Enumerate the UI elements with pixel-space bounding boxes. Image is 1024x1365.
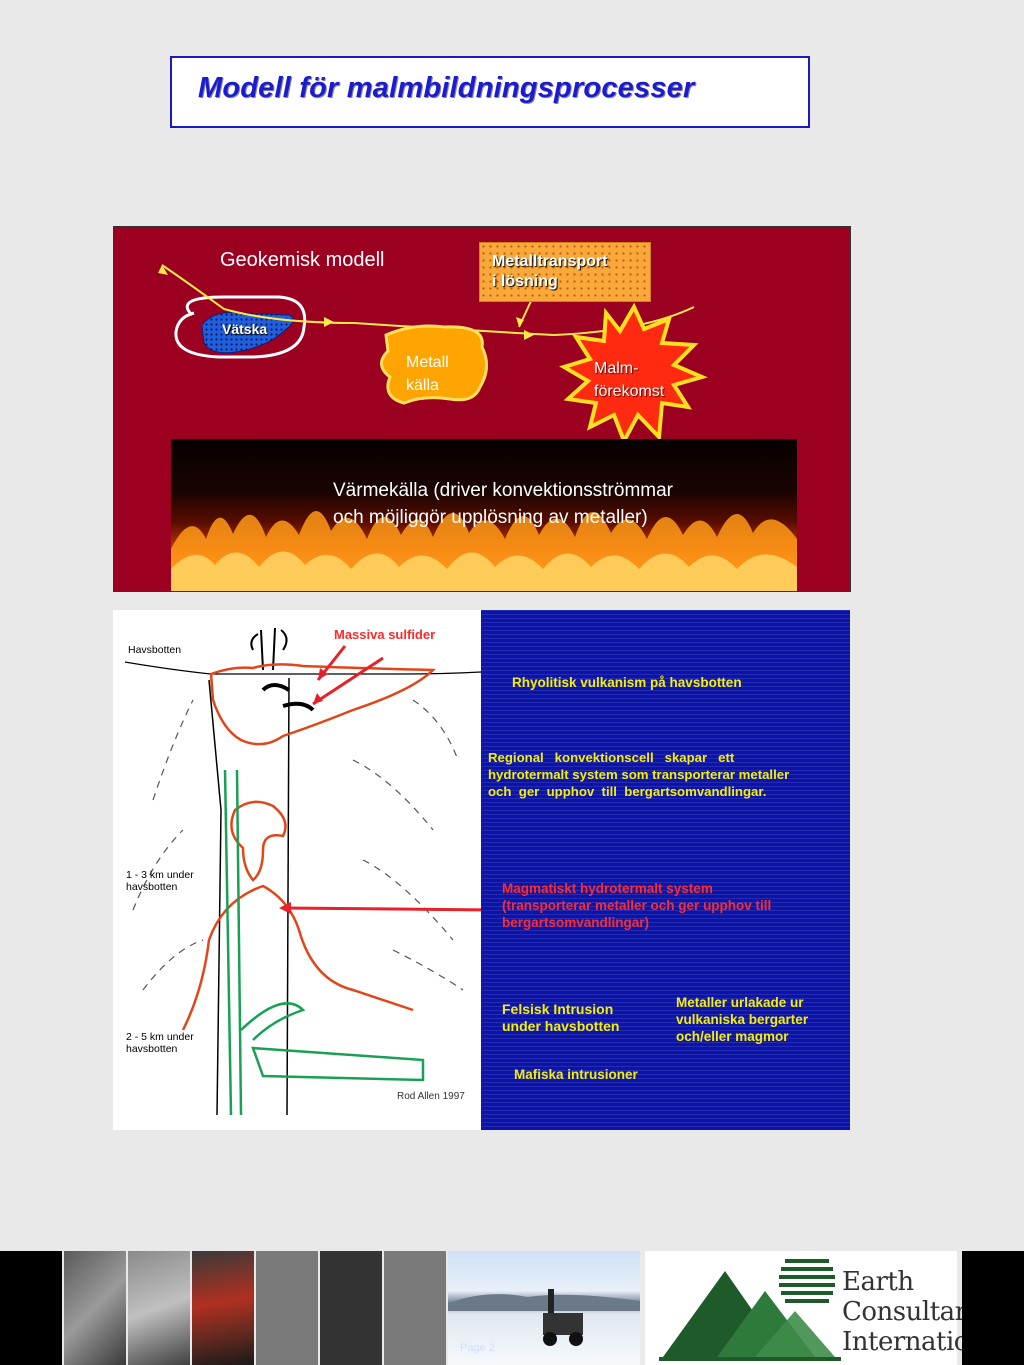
leached-metals-text: Metaller urlakade ur vulkaniska bergarte… [676,994,808,1045]
metal-transport-line2: i lösning [492,273,558,290]
magmatic-pointer-arrow [282,906,481,912]
depth-2-5km-label: 2 - 5 km under havsbotten [126,1031,194,1055]
metal-source-label: Metall källa [406,351,449,397]
drill-rig-graphic [448,1289,640,1346]
magmatic-line1: Magmatiskt hydrotermalt system [502,881,713,896]
mafic-intrusions-label: Mafiska intrusioner [514,1067,638,1082]
felsic-line1: Felsisk Intrusion [502,1001,614,1017]
convection-line1: Regional konvektionscell skapar ett [488,750,735,765]
footer-machine-photo [192,1251,254,1365]
footer-field-photo [448,1251,640,1365]
footer-dark-block [320,1251,382,1365]
convection-cell-text: Regional konvektionscell skapar ett hydr… [488,749,789,800]
magmatic-system-text: Magmatiskt hydrotermalt system (transpor… [502,880,771,931]
metal-transport-line1: Metalltransport [492,253,608,270]
felsic-line2: under havsbotten [502,1018,620,1034]
title-frame [170,56,810,128]
depth-1-3km-line1: 1 - 3 km under [126,869,194,881]
rhyolitic-volcanism-label: Rhyolitisk vulkanism på havsbotten [512,675,742,690]
ore-deposit-label: Malm- förekomst [594,357,664,403]
geochemical-model-title: Geokemisk modell [220,249,385,271]
heat-source-fire-image: Värmekälla (driver konvektionsströmmar o… [171,439,797,591]
convection-line2: hydrotermalt system som transporterar me… [488,767,790,782]
footer-gray-block-1 [256,1251,318,1365]
mafic-sill [251,1046,425,1082]
convection-arrow [142,939,204,991]
heat-source-label: Värmekälla (driver konvektionsströmmar o… [333,477,673,531]
company-name-line1: Earth [842,1267,914,1297]
heat-source-line1: Värmekälla (driver konvektionsströmmar [333,480,673,501]
geochemical-model-graphic [158,264,708,446]
page-number: Page 2 [460,1342,495,1354]
credit-label: Rod Allen 1997 [397,1091,465,1102]
volcanic-system-sketch: Massiva sulfider Havsbotten 1 - 3 km und… [113,610,481,1130]
metal-source-line2: källa [406,377,439,394]
fluid-label: Vätska [222,321,268,337]
convection-arrow [152,699,194,801]
metal-transport-label: Metalltransport i lösning [492,252,608,292]
convection-line3: och ger upphov till bergartsomvandlingar… [488,784,767,799]
convection-arrow [362,859,454,941]
depth-1-3km-line2: havsbotten [126,881,178,893]
mafic-dyke-1 [223,769,243,1116]
flames-graphic [171,510,797,591]
felsic-intrusion-text: Felsisk Intrusion under havsbotten [502,1001,619,1035]
heat-source-line2: och möjliggör upplösning av metaller) [333,507,648,528]
sulfide-mound-outline [209,663,436,746]
seafloor-line [124,661,481,675]
leached-line3: och/eller magmor [676,1029,789,1044]
leached-line2: vulkaniska bergarter [676,1012,809,1027]
sulfide-pointer-arrow [312,656,384,706]
metal-transport-box: Metalltransport i lösning [479,242,651,302]
fluid-loop [174,295,307,359]
felsic-intrusion-outline [181,884,414,1031]
seafloor-label: Havsbotten [128,644,182,656]
mafic-dyke-2 [240,1002,306,1041]
depth-1-3km-label: 1 - 3 km under havsbotten [126,869,194,893]
convection-arrow [352,759,434,831]
volcanic-sketch-graphic [124,627,481,1116]
metal-source-line1: Metall [406,354,449,371]
page-title: Modell för malmbildningsprocesser [198,72,695,104]
ore-deposit-line2: förekomst [594,383,665,400]
alteration-blob [230,800,287,882]
convection-arrow [392,949,464,991]
depth-2-5km-line1: 2 - 5 km under [126,1031,194,1043]
leached-line1: Metaller urlakade ur [676,995,804,1010]
depth-2-5km-line2: havsbotten [126,1043,178,1055]
footer-mine-photo-1 [64,1251,126,1365]
footer-mine-photo-2 [128,1251,190,1365]
volcanic-conduit [208,677,290,1116]
footer-black-block [0,1251,62,1365]
footer-gray-block-2 [384,1251,446,1365]
magmatic-line3: bergartsomvandlingar) [502,915,650,930]
footer-black-block-right [962,1251,1024,1365]
mountain-logo-graphic [659,1259,841,1361]
magmatic-line2: (transporterar metaller och ger upphov t… [502,898,772,913]
explanation-panel: Rhyolitisk vulkanism på havsbotten Regio… [481,610,850,1130]
company-logo: Earth Consultants International [645,1251,1009,1365]
geochemical-model-panel: Geokemisk modell Metalltransport i lösni… [113,226,851,592]
convection-arrow [412,699,459,761]
massive-sulfides-label: Massiva sulfider [334,627,436,642]
ore-deposit-line1: Malm- [594,360,639,377]
metal-source-shape [380,324,488,405]
